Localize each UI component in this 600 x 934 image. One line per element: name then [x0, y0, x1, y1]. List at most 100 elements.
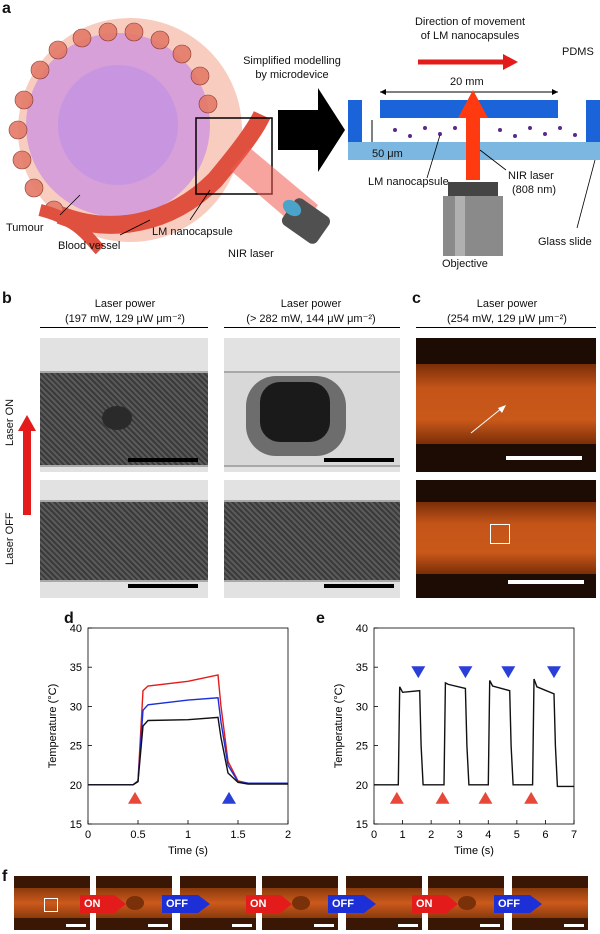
- chart-e-xtick-label: 0: [371, 829, 377, 841]
- chart-e-ytick-label: 15: [356, 819, 368, 831]
- label-glass-slide: Glass slide: [538, 236, 592, 248]
- chart-d-ytick-label: 30: [70, 701, 82, 713]
- chart-d-plot-frame: [87, 627, 289, 825]
- chart-e-marker-down-triangle: [411, 666, 426, 679]
- f-frame-7: [512, 876, 588, 930]
- c-image-off: [416, 480, 596, 598]
- f-arrow-on-3: ON: [412, 895, 458, 913]
- panel-label-e: e: [316, 610, 325, 627]
- panel-label-d: d: [64, 610, 74, 627]
- tumour-cells: [8, 22, 218, 220]
- chart-e-marker-down-triangle: [458, 666, 473, 679]
- b-image-off-1: [40, 480, 208, 598]
- label-tumour: Tumour: [6, 222, 44, 234]
- f-arrow-off-3: OFF: [494, 895, 542, 913]
- chart-e-xtick-label: 6: [542, 829, 548, 841]
- label-direction-2: of LM nanocapsules: [420, 30, 520, 42]
- label-50um: 50 μm: [372, 148, 403, 160]
- label-laser-off: Laser OFF: [4, 512, 16, 565]
- b-image-off-2: [224, 480, 400, 598]
- chart-e-xtick-label: 1: [400, 829, 406, 841]
- c-title: Laser power: [476, 298, 538, 310]
- chart-e-series-line-0: [374, 678, 574, 788]
- objective-body: [443, 196, 503, 256]
- chart-e-marker-up-triangle: [435, 791, 450, 804]
- objective-top: [448, 182, 498, 196]
- laser-on-arrow: [18, 415, 36, 515]
- label-lm-nanocapsule-left: LM nanocapsule: [152, 226, 233, 238]
- label-simplified: Simplified modelling: [243, 55, 341, 67]
- pdms-left: [348, 100, 362, 150]
- label-laser-on: Laser ON: [4, 398, 16, 446]
- chart-e-marker-up-triangle: [524, 791, 539, 804]
- chart-d-series-line-1: [88, 697, 288, 786]
- chart-d-ytick-label: 40: [70, 623, 82, 635]
- big-arrow: [278, 88, 345, 172]
- label-blood-vessel: Blood vessel: [58, 240, 121, 252]
- chart-e-ylabel: Temperature (°C): [333, 684, 345, 768]
- chart-e-marker-up-triangle: [478, 791, 493, 804]
- chart-e-xtick-label: 5: [514, 829, 520, 841]
- chart-e-ytick-label: 20: [356, 780, 368, 792]
- label-lm-nanocapsule-right: LM nanocapsule: [368, 176, 449, 188]
- b-image-on-1: [40, 338, 208, 472]
- chart-d-ytick-label: 25: [70, 741, 82, 753]
- chart-d-ytick-label: 35: [70, 662, 82, 674]
- label-direction-1: Direction of movement: [414, 16, 526, 28]
- label-nir-laser-left: NIR laser: [228, 248, 274, 260]
- chart-d-xtick-label: 1.5: [230, 829, 245, 841]
- panel-a-illustration: [8, 18, 600, 256]
- f-arrow-off-1: OFF: [162, 895, 210, 913]
- f-arrow-on-1: ON: [80, 895, 126, 913]
- chart-d-xtick-label: 0.5: [130, 829, 145, 841]
- label-20mm: 20 mm: [450, 76, 484, 88]
- chart-d-series-line-2: [88, 716, 288, 786]
- c-image-on: [416, 338, 596, 472]
- b-col2-title: Laser power: [280, 298, 342, 310]
- chart-d-ytick-label: 15: [70, 819, 82, 831]
- pdms-right: [586, 100, 600, 150]
- chart-e-ytick-label: 30: [356, 701, 368, 713]
- nir-laser-arrow: [458, 90, 488, 118]
- chart-e-xlabel: Time (s): [454, 845, 494, 857]
- chart-d-ytick-label: 20: [70, 780, 82, 792]
- chart-d-marker-up-triangle: [222, 791, 236, 804]
- direction-arrow: [503, 54, 518, 70]
- chart-e-xtick-label: 7: [571, 829, 577, 841]
- chart-e-marker-down-triangle: [501, 666, 516, 679]
- f-frame-1: [14, 876, 90, 930]
- chart-d-xtick-label: 0: [85, 829, 91, 841]
- panel-label-f: f: [2, 868, 8, 885]
- panel-label-c: c: [412, 290, 421, 307]
- b-col1-sub: (197 mW, 129 μW μm⁻²): [65, 313, 185, 325]
- nir-laser-device: [281, 198, 331, 244]
- panel-label-b: b: [2, 290, 12, 307]
- f-arrow-on-2: ON: [246, 895, 292, 913]
- b-image-on-2: [224, 338, 400, 472]
- b-col2-sub: (> 282 mW, 144 μW μm⁻²): [246, 313, 376, 325]
- b-col1-title: Laser power: [94, 298, 156, 310]
- chart-d-marker-up-triangle: [128, 791, 142, 804]
- chart-e-marker-down-triangle: [547, 666, 561, 679]
- label-by-microdevice: by microdevice: [255, 69, 329, 81]
- chart-d-xtick-label: 2: [285, 829, 291, 841]
- label-pdms: PDMS: [562, 46, 594, 58]
- panel-label-a: a: [2, 0, 11, 17]
- zoom-box: [195, 117, 273, 195]
- label-nir-laser-right: NIR laser: [508, 170, 554, 182]
- chart-e-ytick-label: 25: [356, 741, 368, 753]
- chart-e-xtick-label: 3: [457, 829, 463, 841]
- chart-e-plot-frame: [373, 627, 575, 825]
- f-arrow-off-2: OFF: [328, 895, 376, 913]
- chart-d-series-line-0: [88, 674, 288, 786]
- c-sub: (254 mW, 129 μW μm⁻²): [447, 313, 567, 325]
- chart-d-xlabel: Time (s): [168, 845, 208, 857]
- chart-d-xtick-label: 1: [185, 829, 191, 841]
- label-nir-wavelength: (808 nm): [512, 184, 557, 196]
- chart-d-ylabel: Temperature (°C): [47, 684, 59, 768]
- nanocapsule-dots: [393, 126, 577, 139]
- chart-e-ytick-label: 35: [356, 662, 368, 674]
- chart-e-xtick-label: 2: [428, 829, 434, 841]
